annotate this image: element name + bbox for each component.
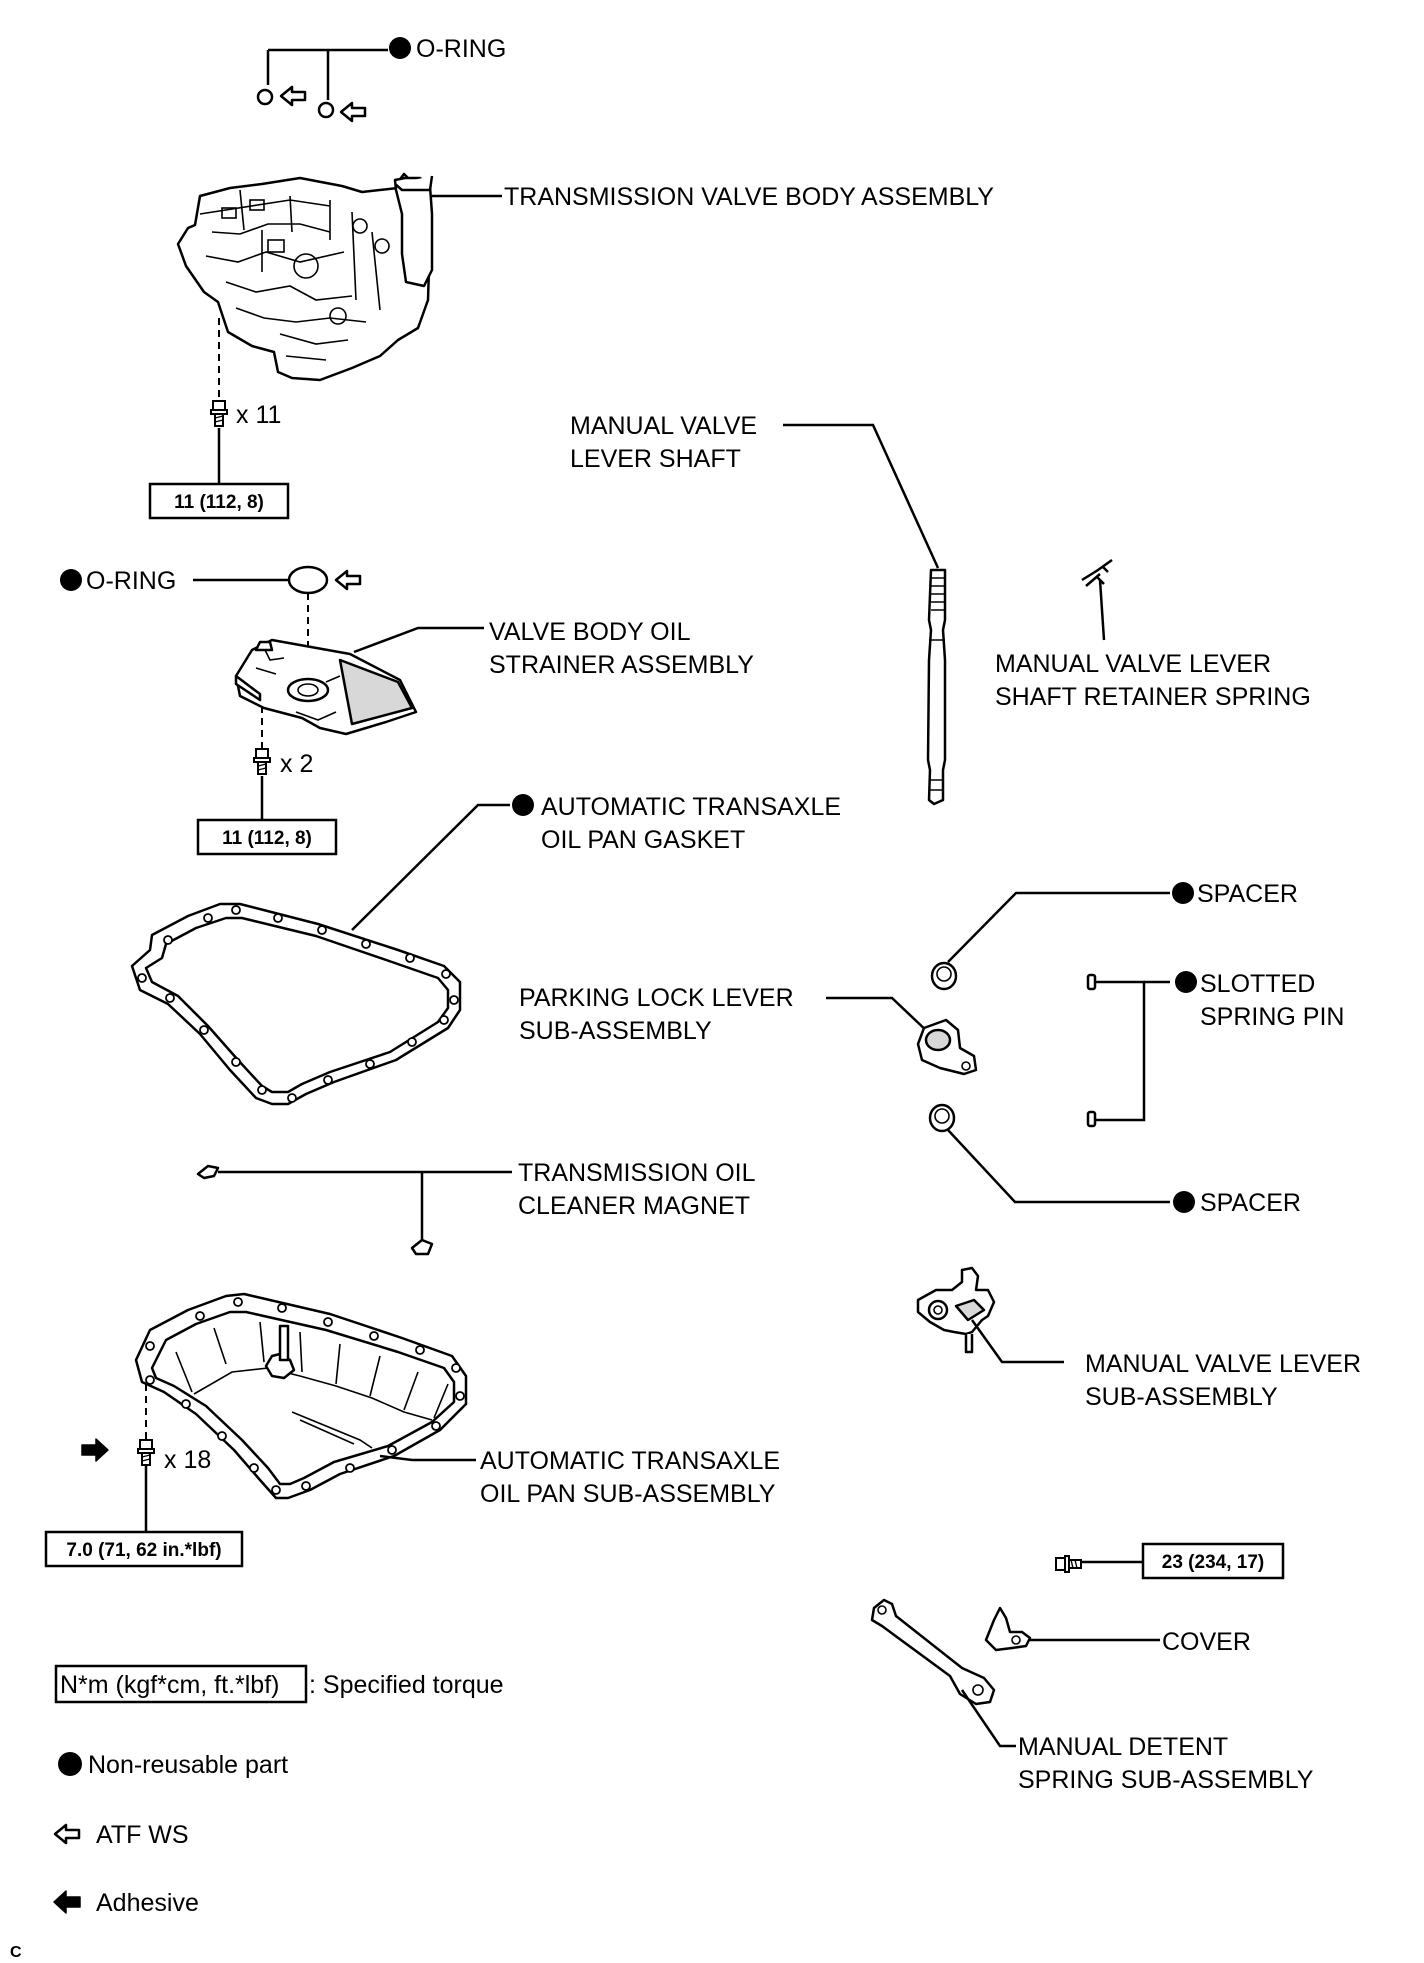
valve-body-oil-strainer-part: VALVE BODY OIL STRAINER ASSEMBLY	[234, 618, 754, 736]
detent-bolt-group: 23 (234, 17)	[1055, 1542, 1285, 1580]
valve-body-part: TRANSMISSION VALVE BODY ASSEMBLY	[176, 172, 994, 382]
atf-arrow-icon	[279, 85, 307, 107]
non-reusable-icon	[1173, 1191, 1195, 1213]
non-reusable-icon	[1175, 971, 1197, 993]
torque-box-oil-pan	[44, 1530, 244, 1568]
legend-torque-desc: : Specified torque	[309, 1671, 504, 1699]
legend-torque-box	[54, 1664, 308, 1704]
strainer-label-1: VALVE BODY OIL	[489, 618, 691, 646]
slotted-spring-pin-part: SLOTTED SPRING PIN	[1086, 970, 1344, 1128]
parking-lock-label-2: SUB-ASSEMBLY	[519, 1017, 712, 1045]
non-reusable-icon	[512, 794, 534, 816]
torque-detent: 23 (234, 17)	[1162, 1552, 1264, 1573]
oil-cleaner-magnet-part: TRANSMISSION OIL CLEANER MAGNET	[196, 1159, 756, 1256]
oil-pan-label-1: AUTOMATIC TRANSAXLE	[480, 1447, 780, 1475]
oring-top-part	[256, 88, 274, 106]
manual-valve-shaft-label-1: MANUAL VALVE	[570, 412, 757, 440]
slotted-pin-label-2: SPRING PIN	[1200, 1003, 1344, 1031]
retainer-spring-part: MANUAL VALVE LEVER SHAFT RETAINER SPRING	[995, 558, 1311, 711]
hollow-arrow-icon	[53, 1823, 81, 1845]
cover-label: COVER	[1162, 1628, 1251, 1656]
strainer-label-2: STRAINER ASSEMBLY	[489, 651, 754, 679]
valve-body-bolt-qty: x 11	[236, 401, 281, 429]
oil-pan-gasket-part: AUTOMATIC TRANSAXLE OIL PAN GASKET	[130, 793, 841, 1106]
valve-body-label: TRANSMISSION VALVE BODY ASSEMBLY	[504, 183, 994, 211]
detent-spring-label-2: SPRING SUB-ASSEMBLY	[1018, 1766, 1314, 1794]
oil-pan-bolt-qty: x 18	[164, 1446, 211, 1474]
parking-lock-lever-part: PARKING LOCK LEVER SUB-ASSEMBLY	[519, 984, 978, 1076]
manual-valve-lever-label-2: SUB-ASSEMBLY	[1085, 1383, 1278, 1411]
gasket-label-2: OIL PAN GASKET	[541, 826, 745, 854]
oil-pan-bolt-icon	[137, 1439, 155, 1466]
oil-pan-part: AUTOMATIC TRANSAXLE OIL PAN SUB-ASSEMBLY	[134, 1292, 780, 1508]
spacer-bottom-part: SPACER	[928, 1103, 1301, 1217]
slotted-pin-label-1: SLOTTED	[1200, 970, 1315, 998]
spacer-bottom-label: SPACER	[1200, 1189, 1301, 1217]
oil-pan-label-2: OIL PAN SUB-ASSEMBLY	[480, 1480, 776, 1508]
non-reusable-icon	[1172, 882, 1194, 904]
cover-part: COVER	[984, 1606, 1251, 1656]
torque-strainer: 11 (112, 8)	[222, 828, 312, 849]
atf-arrow-icon	[334, 569, 362, 591]
oring-top-part-2	[317, 101, 335, 119]
gasket-label-1: AUTOMATIC TRANSAXLE	[541, 793, 841, 821]
oring-strainer-part	[287, 565, 329, 595]
adhesive-arrow-icon	[81, 1438, 109, 1462]
torque-box-strainer	[196, 818, 338, 856]
non-reusable-icon	[60, 569, 82, 591]
torque-box-valve-body	[148, 482, 290, 520]
spacer-top-part: SPACER	[930, 880, 1298, 991]
figure-code: C	[10, 1944, 22, 1961]
torque-box-detent	[1141, 1542, 1285, 1580]
legend-adhesive: Adhesive	[96, 1889, 199, 1917]
strainer-bolt-icon	[253, 748, 271, 775]
retainer-spring-label-2: SHAFT RETAINER SPRING	[995, 683, 1311, 711]
spacer-top-label: SPACER	[1197, 880, 1298, 908]
manual-valve-lever-label-1: MANUAL VALVE LEVER	[1085, 1350, 1361, 1378]
detent-spring-label-1: MANUAL DETENT	[1018, 1733, 1228, 1761]
oring-top-label: O-RING	[416, 35, 506, 63]
magnet-label-1: TRANSMISSION OIL	[518, 1159, 756, 1187]
manual-detent-spring-part: MANUAL DETENT SPRING SUB-ASSEMBLY	[870, 1598, 1314, 1794]
parking-lock-label-1: PARKING LOCK LEVER	[519, 984, 794, 1012]
magnet-label-2: CLEANER MAGNET	[518, 1192, 750, 1220]
oring-top-group: O-RING	[256, 35, 506, 123]
retainer-spring-label-1: MANUAL VALVE LEVER	[995, 650, 1271, 678]
manual-valve-shaft-label-2: LEVER SHAFT	[570, 445, 741, 473]
oring-strainer-group: O-RING	[60, 565, 362, 595]
torque-oil-pan: 7.0 (71, 62 in.*lbf)	[66, 1540, 221, 1561]
legend: N*m (kgf*cm, ft.*lbf) : Specified torque…	[53, 1664, 504, 1917]
manual-valve-lever-shaft-part: MANUAL VALVE LEVER SHAFT	[570, 412, 947, 806]
oring-strainer-label: O-RING	[86, 567, 176, 595]
legend-non-reusable: Non-reusable part	[88, 1751, 288, 1779]
torque-valve-body: 11 (112, 8)	[174, 492, 264, 513]
strainer-bolt-qty: x 2	[280, 750, 313, 778]
atf-arrow-icon	[339, 101, 367, 123]
filled-circle-icon	[58, 1752, 82, 1776]
valve-body-bolt-icon	[210, 400, 228, 427]
legend-atf: ATF WS	[96, 1821, 189, 1849]
non-reusable-icon	[389, 37, 411, 59]
detent-bolt-icon	[1055, 1555, 1082, 1573]
legend-torque-units: N*m (kgf*cm, ft.*lbf)	[60, 1671, 279, 1699]
filled-arrow-icon	[53, 1890, 81, 1914]
manual-valve-lever-part: MANUAL VALVE LEVER SUB-ASSEMBLY	[916, 1266, 1361, 1411]
